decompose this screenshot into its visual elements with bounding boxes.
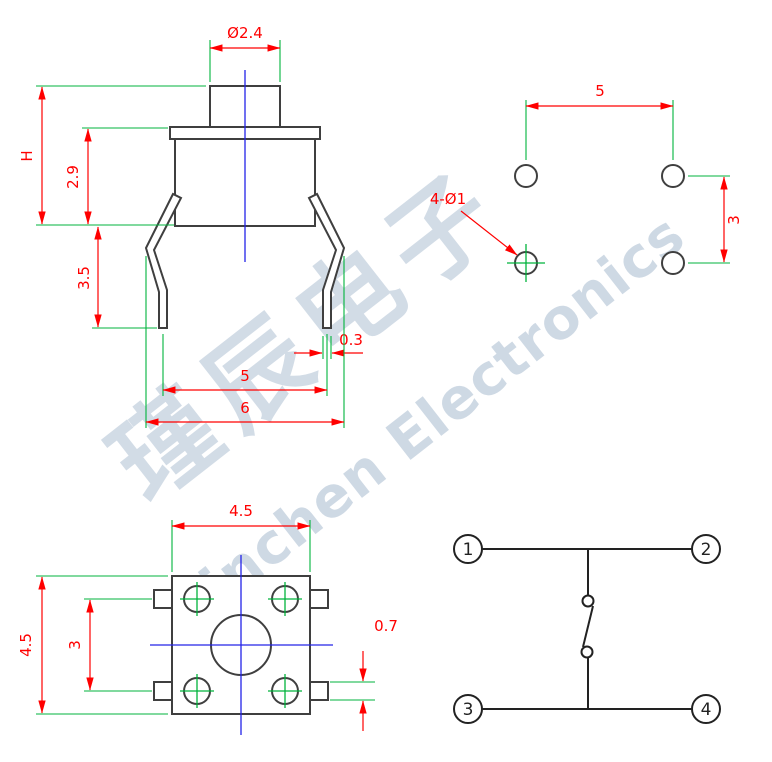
switch-contact-bottom bbox=[580, 645, 594, 659]
dim-body-width-label: 4.5 bbox=[229, 502, 253, 520]
pcb-footprint-view: 5 3 4-Ø1 bbox=[430, 82, 743, 282]
hole-top-left bbox=[514, 164, 538, 188]
switch-arm bbox=[582, 605, 594, 648]
lead-right-top bbox=[309, 589, 329, 609]
top-view: 4.5 4.5 3 0.7 bbox=[17, 502, 398, 735]
lead-left-bottom bbox=[153, 681, 173, 701]
terminal-2-circle bbox=[691, 534, 721, 564]
dim-lead-span-label: 5 bbox=[240, 367, 250, 385]
left-lead bbox=[144, 192, 183, 329]
hole-top-right bbox=[661, 164, 685, 188]
circuit-schematic: 1 2 3 4 bbox=[453, 534, 721, 724]
right-lead bbox=[307, 192, 346, 329]
dim-lead-pitch-label: 3 bbox=[66, 640, 84, 650]
terminal-1-circle bbox=[453, 534, 483, 564]
pin-crosshairs bbox=[180, 582, 302, 708]
dim-hole-pitch-y-label: 3 bbox=[725, 215, 743, 225]
hole-bottom-right bbox=[661, 251, 685, 275]
switch-contact-top bbox=[581, 594, 595, 608]
lead-left-top bbox=[153, 589, 173, 609]
terminal-1-label: 1 bbox=[463, 540, 474, 560]
dim-hole-pitch-x-label: 5 bbox=[595, 82, 605, 100]
hole-callout-label: 4-Ø1 bbox=[430, 190, 466, 208]
dim-cap-diameter-label: Ø2.4 bbox=[227, 24, 263, 42]
terminal-4-label: 4 bbox=[701, 700, 712, 720]
dim-overall-width-label: 6 bbox=[240, 399, 250, 417]
dim-lead-width-label: 0.7 bbox=[374, 617, 398, 635]
dim-body-height-label: 2.9 bbox=[64, 165, 82, 189]
dim-lead-thickness-label: 0.3 bbox=[339, 331, 363, 349]
side-view: Ø2.4 H 2.9 3.5 0.3 5 6 bbox=[18, 24, 363, 428]
terminal-2-label: 2 bbox=[701, 540, 712, 560]
terminal-3-label: 3 bbox=[463, 700, 474, 720]
dim-total-height-label: H bbox=[18, 150, 36, 161]
dim-body-height-label: 4.5 bbox=[17, 633, 35, 657]
lead-right-bottom bbox=[309, 681, 329, 701]
terminal-3-circle bbox=[453, 694, 483, 724]
leader-line bbox=[460, 210, 518, 256]
terminal-4-circle bbox=[691, 694, 721, 724]
dim-lead-length-label: 3.5 bbox=[75, 266, 93, 290]
